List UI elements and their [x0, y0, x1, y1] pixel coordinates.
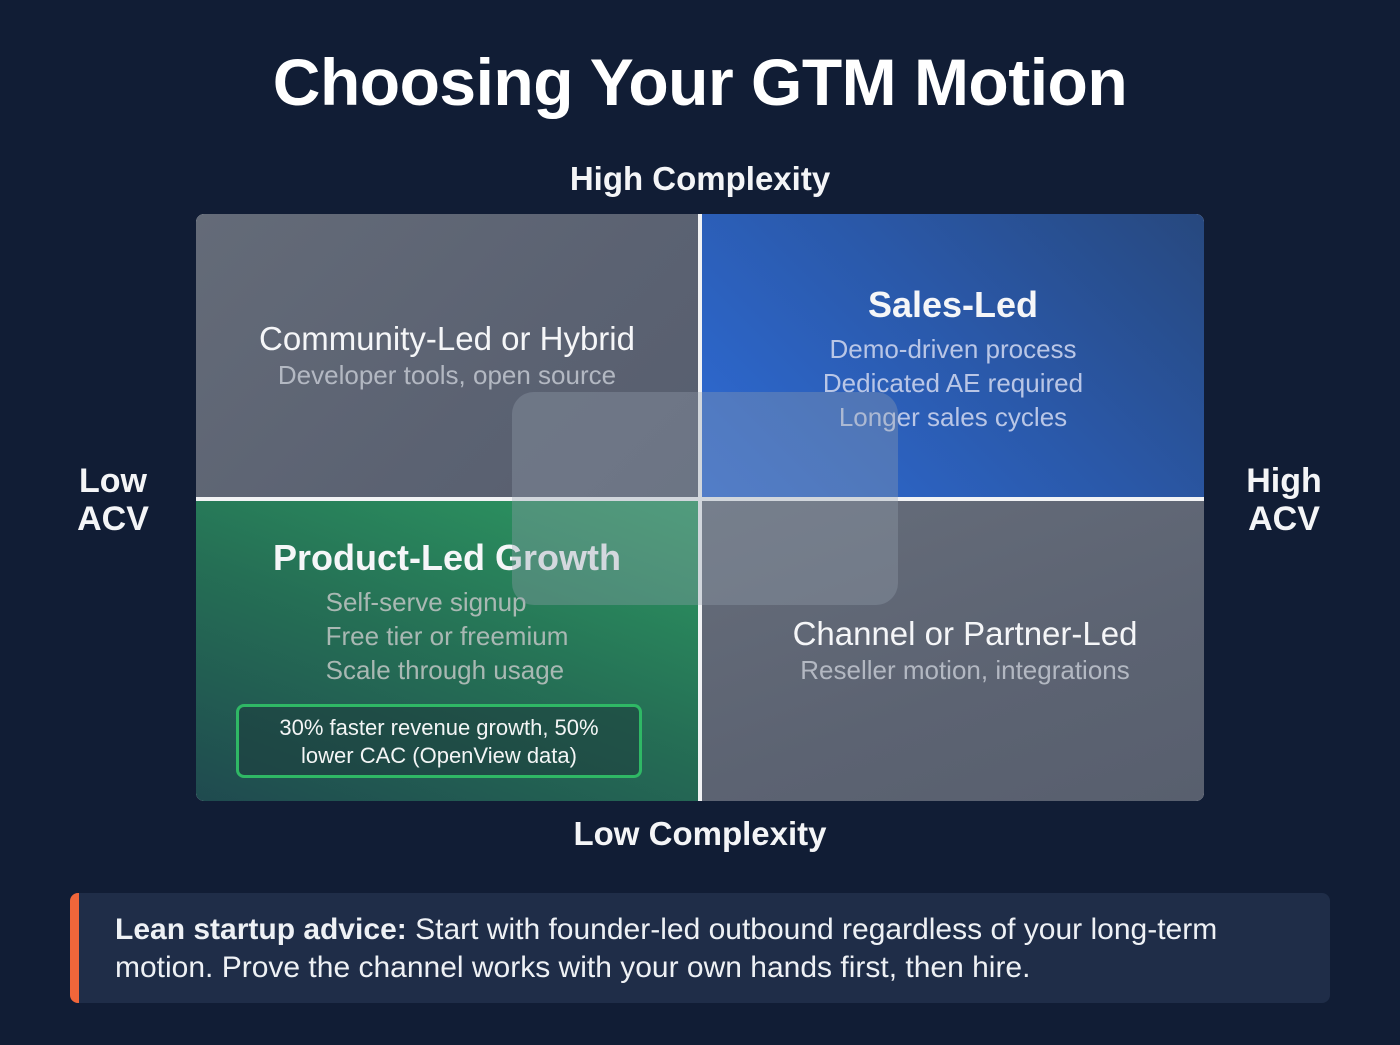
- axis-left-line-1: Low: [79, 462, 147, 500]
- axis-right-line-2: ACV: [1248, 500, 1320, 538]
- quadrant-subtitle: Reseller motion, integrations: [800, 655, 1130, 685]
- quadrant-bullets: Self-serve signup Free tier or freemium …: [326, 585, 569, 687]
- axis-label-high-complexity: High Complexity: [569, 160, 831, 197]
- callout-body: Start with founder-led outbound regardle…: [115, 913, 1218, 984]
- bullet-item: Longer sales cycles: [838, 402, 1068, 432]
- vertical-divider: [698, 214, 702, 801]
- plg-stat-badge: 30% faster revenue growth, 50% lower CAC…: [236, 704, 642, 778]
- stat-line-1: 30% faster revenue growth, 50%: [279, 715, 599, 740]
- horizontal-divider: [196, 497, 1204, 501]
- bullet-item: Dedicated AE required: [822, 368, 1084, 398]
- axis-right-line-1: High: [1246, 462, 1322, 500]
- callout-label: Lean startup advice:: [115, 913, 407, 946]
- axis-label-low-acv: Low ACV: [53, 462, 173, 538]
- quadrant-heading: Channel or Partner-Led: [792, 615, 1138, 652]
- stat-line-2: lower CAC (OpenView data): [301, 743, 577, 768]
- bullet-item: Free tier or freemium: [325, 621, 569, 651]
- callout-accent-bar: [70, 893, 79, 1003]
- quadrant-heading: Sales-Led: [867, 284, 1039, 325]
- quadrant-community-led: Community-Led or Hybrid Developer tools,…: [196, 214, 698, 497]
- axis-label-low-complexity: Low Complexity: [573, 815, 827, 852]
- callout-text: Lean startup advice: Start with founder-…: [115, 911, 1305, 987]
- bullet-item: Scale through usage: [325, 655, 565, 685]
- bullet-item: Self-serve signup: [325, 587, 527, 617]
- axis-left-line-2: ACV: [77, 500, 149, 538]
- quadrant-bullets: Demo-driven process Dedicated AE require…: [702, 332, 1204, 434]
- quadrant-heading: Product-Led Growth: [273, 537, 621, 578]
- axis-label-high-acv: High ACV: [1224, 462, 1344, 538]
- quadrant-product-led-growth: Product-Led Growth Self-serve signup Fre…: [196, 501, 698, 801]
- advice-callout: Lean startup advice: Start with founder-…: [70, 893, 1330, 1003]
- quadrant-sales-led: Sales-Led Demo-driven process Dedicated …: [702, 214, 1204, 497]
- quadrant-heading: Community-Led or Hybrid: [259, 320, 635, 357]
- page-title: Choosing Your GTM Motion: [272, 45, 1128, 119]
- quadrant-channel-partner-led: Channel or Partner-Led Reseller motion, …: [702, 501, 1204, 801]
- bullet-item: Demo-driven process: [829, 334, 1077, 364]
- quadrant-subtitle: Developer tools, open source: [277, 360, 617, 390]
